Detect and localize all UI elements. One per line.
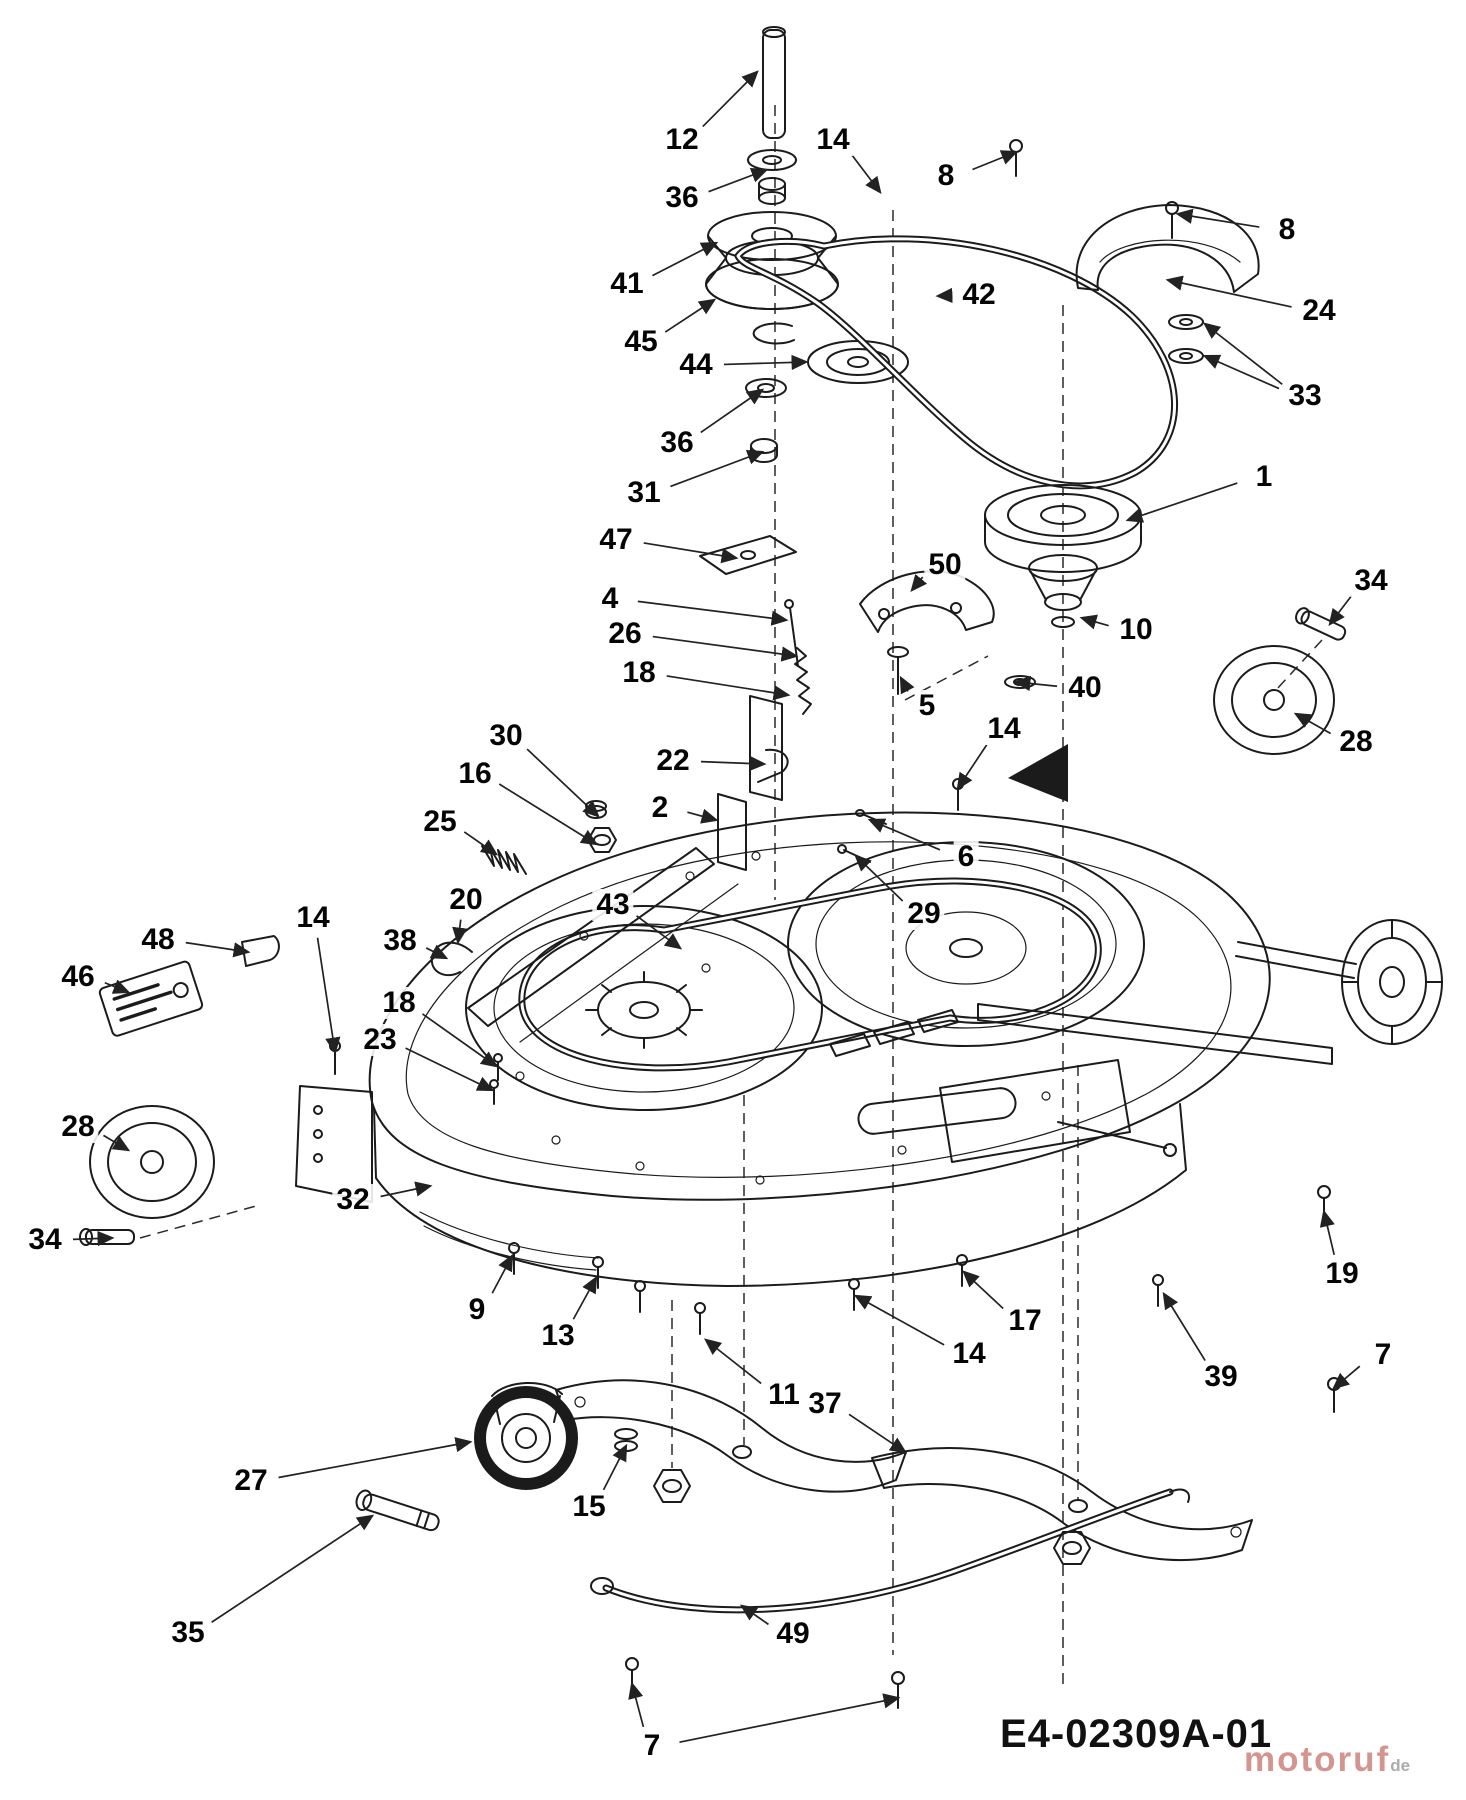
part-callout-36: 36 [661, 182, 703, 214]
wheels [79, 607, 1443, 1532]
part-callout-9: 9 [464, 1294, 490, 1326]
part-callout-29: 29 [903, 898, 945, 930]
part-callout-50: 50 [924, 549, 966, 581]
part-callout-28: 28 [1335, 726, 1377, 758]
part-callout-5: 5 [914, 690, 940, 722]
part-callout-46: 46 [57, 961, 99, 993]
part-callout-34: 34 [1350, 565, 1392, 597]
part-callout-2: 2 [647, 792, 673, 824]
part-callout-32: 32 [332, 1184, 374, 1216]
part-callout-8: 8 [1274, 214, 1300, 246]
part-callout-33: 33 [1284, 380, 1326, 412]
part-callout-14: 14 [292, 902, 334, 934]
part-callout-18: 18 [618, 657, 660, 689]
roller-bolt [355, 1489, 440, 1532]
part-callout-37: 37 [804, 1388, 846, 1420]
belt-cover [1075, 204, 1260, 293]
part-callout-49: 49 [772, 1618, 814, 1650]
part-callout-44: 44 [675, 349, 717, 381]
spec-label-plate [98, 960, 204, 1037]
part-callout-42: 42 [958, 279, 1000, 311]
axle-bolt-left [79, 1228, 135, 1246]
part-callout-16: 16 [454, 758, 496, 790]
part-callout-27: 27 [230, 1465, 272, 1497]
part-callout-4: 4 [597, 583, 623, 615]
part-callout-14: 14 [812, 124, 854, 156]
part-callout-18: 18 [378, 987, 420, 1019]
part-callout-7: 7 [639, 1730, 665, 1762]
part-callout-48: 48 [137, 924, 179, 956]
part-callout-38: 38 [379, 925, 421, 957]
part-callout-30: 30 [485, 720, 527, 752]
part-callout-40: 40 [1064, 672, 1106, 704]
gauge-wheel-right [1213, 645, 1335, 755]
part-callout-36: 36 [656, 427, 698, 459]
part-callout-25: 25 [419, 806, 461, 838]
part-callout-28: 28 [57, 1111, 99, 1143]
part-callout-35: 35 [167, 1617, 209, 1649]
part-callout-39: 39 [1200, 1361, 1242, 1393]
spindle-hub [585, 971, 703, 1049]
part-callout-14: 14 [983, 713, 1025, 745]
deck-roller-wheel [474, 1382, 578, 1490]
part-callout-41: 41 [606, 268, 648, 300]
part-callout-10: 10 [1115, 614, 1157, 646]
watermark-text: motoruf [1244, 1740, 1391, 1779]
shaft [762, 29, 786, 139]
part-callout-8: 8 [933, 160, 959, 192]
part-callout-26: 26 [604, 618, 646, 650]
part-callout-13: 13 [537, 1320, 579, 1352]
spindle-assembly [984, 484, 1142, 628]
rear-wheel [1235, 919, 1443, 1045]
deck-top-rim [368, 811, 1271, 1201]
callout-leader-lines [72, 70, 1361, 1744]
watermark: motorufde [1244, 1740, 1410, 1780]
part-callout-17: 17 [1004, 1305, 1046, 1337]
part-callout-31: 31 [623, 477, 665, 509]
part-callout-1: 1 [1251, 461, 1277, 493]
center-lines [139, 105, 1323, 1688]
part-callout-6: 6 [953, 841, 979, 873]
part-callout-15: 15 [568, 1491, 610, 1523]
part-callout-12: 12 [661, 124, 703, 156]
part-callout-24: 24 [1298, 295, 1340, 327]
blade-right [871, 1447, 1253, 1562]
axle-bolt-right [1295, 607, 1347, 641]
part-callout-45: 45 [620, 326, 662, 358]
watermark-suffix: de [1390, 1756, 1411, 1775]
part-callout-23: 23 [359, 1024, 401, 1056]
double-pulley [705, 211, 839, 310]
blades-and-hardware [508, 1242, 1341, 1709]
part-callout-20: 20 [445, 884, 487, 916]
part-callout-22: 22 [652, 745, 694, 777]
part-callout-11: 11 [764, 1379, 804, 1411]
part-callout-19: 19 [1321, 1258, 1363, 1290]
part-callout-43: 43 [592, 889, 634, 921]
part-callout-7: 7 [1370, 1339, 1396, 1371]
gauge-wheel-left [89, 1105, 215, 1219]
part-callout-14: 14 [948, 1338, 990, 1370]
deck-skirt [373, 1103, 1187, 1287]
part-callout-47: 47 [595, 524, 637, 556]
blade-left [555, 1379, 907, 1493]
top-assembly [705, 26, 1260, 628]
diagram-code: E4-02309A-01 [1000, 1712, 1273, 1756]
part-callout-34: 34 [24, 1224, 66, 1256]
pointer-wedge [1008, 744, 1068, 802]
